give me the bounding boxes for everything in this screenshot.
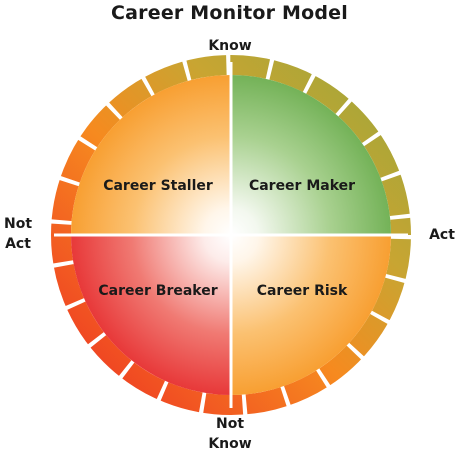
axis-label-bottom-line2: Know [208,436,252,452]
axis-label-bottom-line1: Not [215,416,245,432]
label-career-risk: Career Risk [257,283,348,299]
quadrant-career-breaker [71,235,231,395]
axis-label-top: Know [208,38,252,54]
page-title: Career Monitor Model [111,2,348,24]
axis-label-left-line2: Act [5,236,31,252]
axis-label-left: Not Act [0,214,36,254]
quadrant-career-maker [231,75,391,235]
quadrant-career-risk [231,235,391,395]
axis-label-bottom: Not Know [180,414,280,454]
axis-label-right: Act [429,227,455,243]
label-career-breaker: Career Breaker [98,283,217,299]
quadrant-career-staller [71,75,231,235]
label-career-staller: Career Staller [103,178,213,194]
label-career-maker: Career Maker [249,178,355,194]
axis-label-left-line1: Not [3,216,33,232]
